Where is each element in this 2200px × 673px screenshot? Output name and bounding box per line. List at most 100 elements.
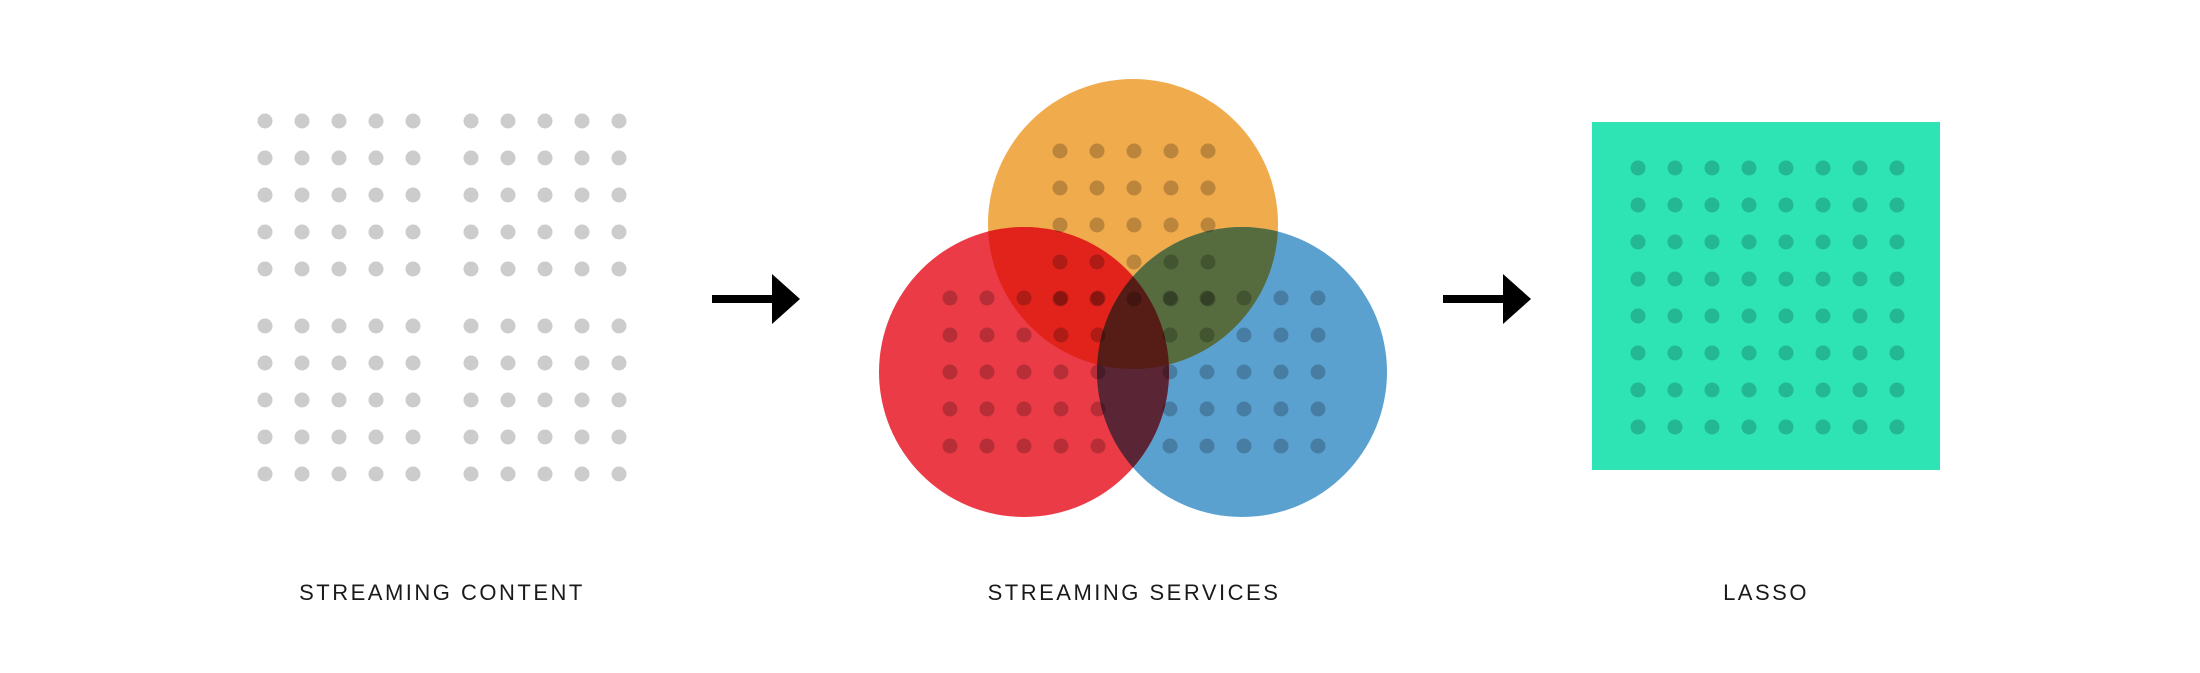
service-dot bbox=[1126, 143, 1142, 159]
lasso-dot bbox=[1815, 197, 1831, 213]
content-dot bbox=[537, 466, 553, 482]
content-dot bbox=[331, 261, 347, 277]
lasso-dot bbox=[1778, 419, 1794, 435]
service-dot bbox=[1052, 291, 1068, 307]
service-dot bbox=[1052, 217, 1068, 233]
content-dot bbox=[611, 261, 627, 277]
content-dot bbox=[611, 113, 627, 129]
content-dot bbox=[368, 392, 384, 408]
content-dot bbox=[368, 318, 384, 334]
lasso-dot bbox=[1741, 345, 1757, 361]
lasso-dot bbox=[1741, 160, 1757, 176]
service-dot bbox=[1126, 254, 1142, 270]
service-dot bbox=[1163, 254, 1179, 270]
content-dot bbox=[331, 150, 347, 166]
content-dot bbox=[574, 466, 590, 482]
lasso-dot bbox=[1889, 419, 1905, 435]
content-dot bbox=[463, 392, 479, 408]
service-dot bbox=[979, 364, 995, 380]
content-dot bbox=[611, 392, 627, 408]
content-dot bbox=[463, 113, 479, 129]
lasso-dot bbox=[1630, 382, 1646, 398]
content-dot bbox=[463, 261, 479, 277]
arrow-right-icon bbox=[712, 274, 800, 324]
lasso-dot bbox=[1741, 308, 1757, 324]
service-dot bbox=[1053, 327, 1069, 343]
content-dot bbox=[257, 466, 273, 482]
lasso-dot bbox=[1852, 197, 1868, 213]
service-dot bbox=[1126, 180, 1142, 196]
content-dot bbox=[405, 224, 421, 240]
content-dot bbox=[257, 261, 273, 277]
service-dot bbox=[1053, 401, 1069, 417]
lasso-dot bbox=[1889, 382, 1905, 398]
content-dot bbox=[500, 355, 516, 371]
content-dot bbox=[500, 392, 516, 408]
service-dot bbox=[1163, 291, 1179, 307]
lasso-dot bbox=[1778, 382, 1794, 398]
content-dot bbox=[257, 429, 273, 445]
content-dot bbox=[500, 187, 516, 203]
content-dot bbox=[405, 355, 421, 371]
service-dot bbox=[1273, 438, 1289, 454]
content-dot bbox=[368, 224, 384, 240]
service-dot bbox=[1200, 217, 1216, 233]
service-dot bbox=[979, 438, 995, 454]
lasso-dot bbox=[1741, 271, 1757, 287]
streaming-services-venn bbox=[879, 79, 1387, 517]
lasso-dot bbox=[1815, 345, 1831, 361]
lasso-dot bbox=[1667, 345, 1683, 361]
service-dot bbox=[942, 438, 958, 454]
lasso-dot bbox=[1704, 345, 1720, 361]
content-dot bbox=[331, 318, 347, 334]
service-dot bbox=[1200, 143, 1216, 159]
content-dot bbox=[331, 224, 347, 240]
service-dot bbox=[1162, 438, 1178, 454]
lasso-dot bbox=[1667, 197, 1683, 213]
lasso-dot bbox=[1704, 160, 1720, 176]
lasso-dot bbox=[1630, 234, 1646, 250]
content-dot bbox=[463, 355, 479, 371]
lasso-dot bbox=[1815, 271, 1831, 287]
content-dot bbox=[368, 113, 384, 129]
lasso-dot bbox=[1667, 419, 1683, 435]
lasso-dot bbox=[1778, 271, 1794, 287]
lasso-dot bbox=[1852, 271, 1868, 287]
content-dot bbox=[537, 150, 553, 166]
content-dot bbox=[294, 318, 310, 334]
content-dot bbox=[405, 261, 421, 277]
content-dot bbox=[368, 355, 384, 371]
lasso-dot bbox=[1667, 234, 1683, 250]
service-dot bbox=[1162, 364, 1178, 380]
content-dot bbox=[537, 224, 553, 240]
service-dot bbox=[1200, 180, 1216, 196]
content-dot bbox=[537, 355, 553, 371]
content-dot bbox=[405, 150, 421, 166]
service-dot bbox=[1089, 291, 1105, 307]
content-dot bbox=[611, 187, 627, 203]
service-dot bbox=[1163, 143, 1179, 159]
overlap-red-orange bbox=[988, 227, 1169, 369]
streaming-content-dot-grids bbox=[257, 113, 627, 482]
service-dot bbox=[1016, 364, 1032, 380]
content-dot bbox=[574, 224, 590, 240]
lasso-dot bbox=[1630, 271, 1646, 287]
content-dot bbox=[574, 392, 590, 408]
lasso-dot bbox=[1852, 308, 1868, 324]
label-streaming-content: STREAMING CONTENT bbox=[299, 580, 585, 605]
content-dot bbox=[574, 261, 590, 277]
content-dot bbox=[331, 466, 347, 482]
service-dot bbox=[979, 401, 995, 417]
service-dot bbox=[1053, 438, 1069, 454]
content-dot bbox=[500, 318, 516, 334]
content-dot bbox=[537, 318, 553, 334]
lasso-dot bbox=[1704, 197, 1720, 213]
service-dot bbox=[979, 327, 995, 343]
content-dot bbox=[368, 261, 384, 277]
lasso-dot bbox=[1852, 345, 1868, 361]
service-dot bbox=[1089, 254, 1105, 270]
service-dot bbox=[1199, 327, 1215, 343]
content-dot bbox=[574, 429, 590, 445]
content-dot bbox=[257, 318, 273, 334]
